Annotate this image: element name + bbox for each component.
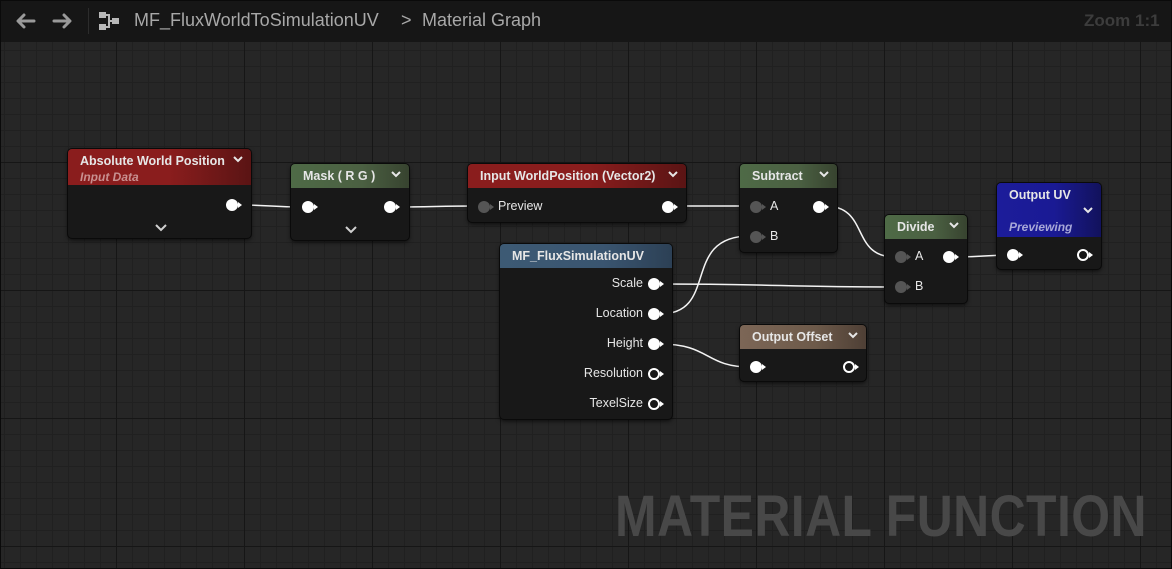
output-pin[interactable] (662, 201, 678, 213)
node-title: MF_FluxSimulationUV (512, 249, 644, 263)
node-header: Output Offset (740, 325, 866, 349)
pin-label-a: A (770, 199, 779, 213)
material-function-watermark: MATERIAL FUNCTION (615, 484, 1147, 549)
breadcrumb-function[interactable]: MF_FluxWorldToSimulationUV (134, 10, 379, 30)
pin-label-location: Location (595, 306, 643, 320)
pin-label-b: B (770, 229, 779, 243)
node-mask[interactable]: Mask ( R G ) (291, 164, 409, 240)
node-header: Absolute World Position Input Data (68, 149, 251, 185)
arrow-left-icon (16, 13, 36, 29)
pin-label-resolution: Resolution (583, 366, 643, 380)
output-pin-resolution[interactable] (648, 368, 664, 380)
wire-height-to-output-offset (659, 343, 751, 368)
output-pin-location[interactable] (648, 308, 664, 320)
zoom-level: Zoom 1:1 (1084, 11, 1160, 30)
wire-scale-to-divide-b (659, 283, 896, 288)
chevron-down-icon[interactable] (1083, 207, 1093, 214)
node-graph-icon (99, 12, 119, 30)
material-graph-canvas[interactable]: Absolute World Position Input Data Mask … (0, 42, 1172, 569)
input-pin[interactable] (302, 201, 318, 213)
breadcrumb-separator: > (401, 10, 412, 30)
node-output-offset[interactable]: Output Offset (740, 325, 866, 381)
chevron-down-icon[interactable] (949, 222, 959, 229)
output-pin[interactable] (384, 201, 400, 213)
output-pin[interactable] (943, 251, 959, 263)
expand-chevron-icon[interactable] (155, 224, 167, 232)
wire-location-to-subtract-b (659, 235, 751, 315)
node-subtract[interactable]: Subtract A B (740, 164, 837, 252)
node-header: Mask ( R G ) (291, 164, 409, 188)
graph-toolbar: MF_FluxWorldToSimulationUV > Material Gr… (0, 0, 1172, 43)
input-pin[interactable] (750, 361, 766, 373)
chevron-down-icon[interactable] (233, 156, 243, 163)
node-input-world-position[interactable]: Input WorldPosition (Vector2) Preview (468, 164, 686, 222)
node-title: Output UV (1009, 188, 1071, 202)
node-header: MF_FluxSimulationUV (500, 244, 672, 268)
node-title: Mask ( R G ) (303, 169, 376, 183)
node-mf-flux-simulation-uv[interactable]: MF_FluxSimulationUV Scale Location Heigh… (500, 244, 672, 419)
output-pin[interactable] (226, 199, 242, 211)
input-pin-b[interactable] (750, 231, 766, 243)
input-pin-b[interactable] (895, 281, 911, 293)
output-pin[interactable] (813, 201, 829, 213)
pin-label-scale: Scale (611, 276, 643, 290)
node-title: Absolute World Position (80, 154, 225, 168)
wire-subtract-to-divide-a (824, 205, 896, 258)
node-output-uv[interactable]: Output UV Previewing (997, 183, 1101, 269)
breadcrumb-graph[interactable]: Material Graph (422, 10, 542, 30)
forward-button[interactable] (50, 8, 76, 34)
output-pin[interactable] (1077, 249, 1093, 261)
graph-type-button[interactable] (96, 8, 122, 34)
node-title: Input WorldPosition (Vector2) (480, 169, 656, 183)
node-title: Subtract (752, 169, 803, 183)
input-pin-a[interactable] (895, 251, 911, 263)
node-title: Output Offset (752, 330, 833, 344)
node-divide[interactable]: Divide A B (885, 215, 967, 303)
output-pin-scale[interactable] (648, 278, 664, 290)
pin-label-preview: Preview (498, 199, 543, 213)
arrow-right-icon (52, 13, 72, 29)
toolbar-separator (88, 8, 89, 34)
input-pin[interactable] (1007, 249, 1023, 261)
node-header: Divide (885, 215, 967, 239)
node-header: Subtract (740, 164, 837, 188)
pin-label-texelsize: TexelSize (589, 396, 644, 410)
node-title: Divide (897, 220, 935, 234)
node-absolute-world-position[interactable]: Absolute World Position Input Data (68, 149, 251, 238)
node-header: Input WorldPosition (Vector2) (468, 164, 686, 188)
preview-input-pin[interactable] (478, 201, 494, 213)
node-subtitle: Previewing (1009, 220, 1073, 234)
pin-label-height: Height (606, 336, 643, 350)
pin-label-a: A (915, 249, 924, 263)
back-button[interactable] (12, 8, 38, 34)
chevron-down-icon[interactable] (391, 171, 401, 178)
output-pin-height[interactable] (648, 338, 664, 350)
input-pin-a[interactable] (750, 201, 766, 213)
chevron-down-icon[interactable] (848, 332, 858, 339)
chevron-down-icon[interactable] (668, 171, 678, 178)
pin-label-b: B (915, 279, 924, 293)
expand-chevron-icon[interactable] (345, 226, 357, 234)
output-pin-texelsize[interactable] (648, 398, 664, 410)
output-pin[interactable] (843, 361, 859, 373)
node-header: Output UV Previewing (997, 183, 1101, 237)
chevron-down-icon[interactable] (819, 171, 829, 178)
node-subtitle: Input Data (80, 170, 139, 184)
